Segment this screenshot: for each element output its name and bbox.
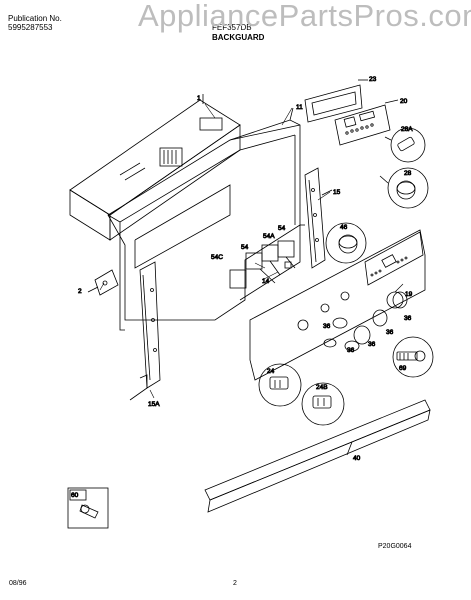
knob-28a — [384, 127, 426, 163]
callout-24: 24 — [267, 368, 275, 375]
callout-19: 19 — [405, 291, 413, 298]
left-end-bracket — [129, 261, 161, 401]
callout-40: 40 — [353, 455, 361, 462]
callout-36-e: 36 — [323, 323, 331, 330]
watermark: AppliancePartsPros.com — [138, 0, 471, 33]
left-bracket — [87, 269, 119, 296]
screw-60-box — [67, 487, 109, 529]
upper-back-panel — [69, 94, 241, 241]
switches-54 — [229, 240, 296, 289]
callout-1: 1 — [197, 95, 201, 102]
publication-number: 5995287553 — [8, 23, 53, 32]
control-panel — [249, 229, 426, 381]
callout-15a: 15A — [148, 401, 160, 408]
callout-36-c: 36 — [368, 341, 376, 348]
section-title: BACKGUARD — [212, 33, 265, 42]
trim-strip — [204, 399, 431, 513]
callout-28: 28 — [404, 170, 412, 177]
knob-28 — [379, 167, 429, 209]
callout-54a: 54A — [263, 233, 275, 240]
callout-36-b: 36 — [386, 329, 394, 336]
callout-54b: 54 — [241, 244, 249, 251]
right-end-bracket — [304, 167, 333, 269]
callout-54c: 54C — [211, 254, 223, 261]
callout-2: 2 — [78, 288, 82, 295]
callout-54: 54 — [278, 225, 286, 232]
knobs-36 — [323, 291, 408, 352]
callout-36-d: 36 — [347, 347, 355, 354]
model-number: FEF357DB — [212, 23, 252, 32]
callout-69: 69 — [399, 365, 407, 372]
callout-20: 20 — [400, 98, 408, 105]
lamp-24 — [258, 363, 302, 407]
callout-36-a: 36 — [404, 315, 412, 322]
callout-14: 14 — [262, 278, 270, 285]
lamp-24b — [301, 382, 345, 426]
publication-label: Publication No. — [8, 14, 62, 23]
callout-15: 15 — [333, 189, 341, 196]
backguard-frame — [107, 107, 305, 331]
leader-lines — [99, 103, 404, 399]
page-number: 2 — [233, 580, 237, 587]
callout-11: 11 — [296, 104, 303, 111]
clock-display-assembly — [304, 79, 399, 146]
callout-24b: 24B — [316, 384, 328, 391]
callout-23: 23 — [369, 76, 377, 83]
callout-60: 60 — [71, 492, 79, 499]
footer-date: 08/96 — [9, 580, 27, 587]
callout-46: 46 — [340, 224, 348, 231]
screw-69 — [392, 336, 434, 378]
drawing-code: P20G0064 — [378, 543, 412, 550]
knob-46 — [325, 222, 367, 264]
callout-28a: 28A — [401, 126, 413, 133]
